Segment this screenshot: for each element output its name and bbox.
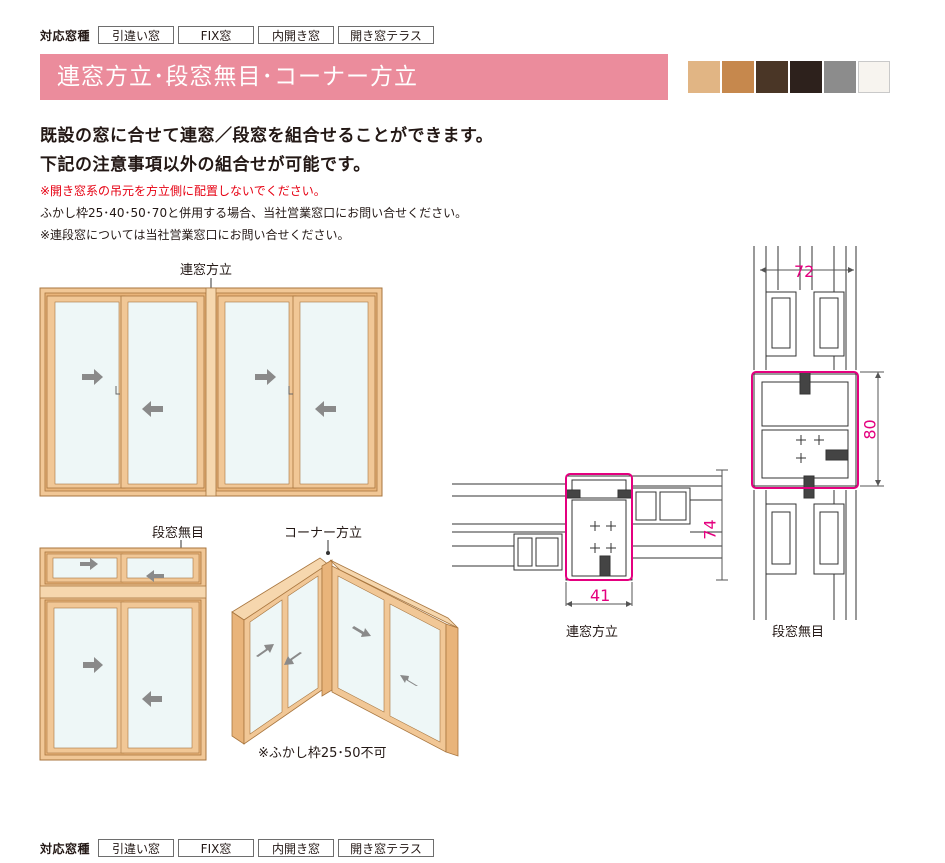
label-corner-mullion: コーナー方立 [284,526,363,541]
color-swatch-dark-wood [756,61,788,93]
tag-uchibiraki: 内開き窓 [258,26,335,44]
section-label-renmado: 連窓方立 [566,625,619,640]
headline-line-2: 下記の注意事項以外の組合せが可能です。 [40,155,371,175]
note-fukashi: ふかし枠25･40･50･70と併用する場合、当社営業窓口にお問い合せください。 [40,206,468,220]
window-type-label: 対応窓種 [40,841,91,856]
dimension-74: 74 [700,519,720,540]
tag-uchibiraki: 内開き窓 [258,839,335,857]
dimension-72: 72 [794,262,815,281]
transom-highlight [751,371,859,489]
label-renmado-mullion: 連窓方立 [180,263,233,278]
color-swatch-black-brown [790,61,822,93]
renmado-section-drawing [452,475,722,581]
dimension-41: 41 [590,586,611,605]
arrow-right-icon [83,657,103,673]
arrow-left-icon [142,691,162,707]
note-rendan: ※連段窓については当社営業窓口にお問い合せください。 [40,228,350,242]
warning-note: ※開き窓系の吊元を方立側に配置しないでください。 [40,184,326,198]
latch-icon [288,386,293,395]
tag-terrace: 開き窓テラス [338,26,435,44]
color-swatch-light-wood [688,61,720,93]
color-swatch-silver [824,61,856,93]
color-swatch-white [858,61,890,93]
stacked-window-diagram [39,547,207,761]
arrow-diagonal-icon [352,626,371,637]
coupled-window-diagram [39,287,383,497]
danmado-section-drawing [753,246,857,620]
window-illustrations [39,278,459,761]
arrow-left-icon [142,401,163,417]
window-type-tags-bottom: 対応窓種 引違い窓 FIX窓 内開き窓 開き窓テラス [40,838,438,858]
section-label-danmado: 段窓無目 [772,625,825,640]
arrow-left-icon [146,570,164,582]
section-title-banner: 連窓方立･段窓無目･コーナー方立 [40,54,668,100]
window-type-label: 対応窓種 [40,28,91,43]
label-corner-note: ※ふかし枠25･50不可 [258,746,387,761]
tag-fix: FIX窓 [178,26,255,44]
arrow-diagonal-icon [400,675,418,686]
label-danmado-transom: 段窓無目 [152,526,205,541]
color-swatch-medium-wood [722,61,754,93]
headline-line-1: 既設の窓に合せて連窓／段窓を組合せることができます。 [40,126,494,146]
arrow-right-icon [80,558,98,570]
arrow-right-icon [82,369,103,385]
tag-hikichigai: 引違い窓 [98,839,175,857]
arrow-left-icon [315,401,336,417]
tag-fix: FIX窓 [178,839,255,857]
leader-dot-corner [326,551,330,555]
tag-terrace: 開き窓テラス [338,839,435,857]
latch-icon [115,386,120,395]
mullion-highlight [565,473,633,581]
arrow-diagonal-icon [284,652,302,665]
window-type-tags-top: 対応窓種 引違い窓 FIX窓 内開き窓 開き窓テラス [40,25,438,45]
arrow-diagonal-icon [256,644,274,657]
dimension-80: 80 [860,419,880,440]
section-drawings [452,246,884,620]
tag-hikichigai: 引違い窓 [98,26,175,44]
corner-window-diagram [231,557,459,757]
arrow-right-icon [255,369,276,385]
